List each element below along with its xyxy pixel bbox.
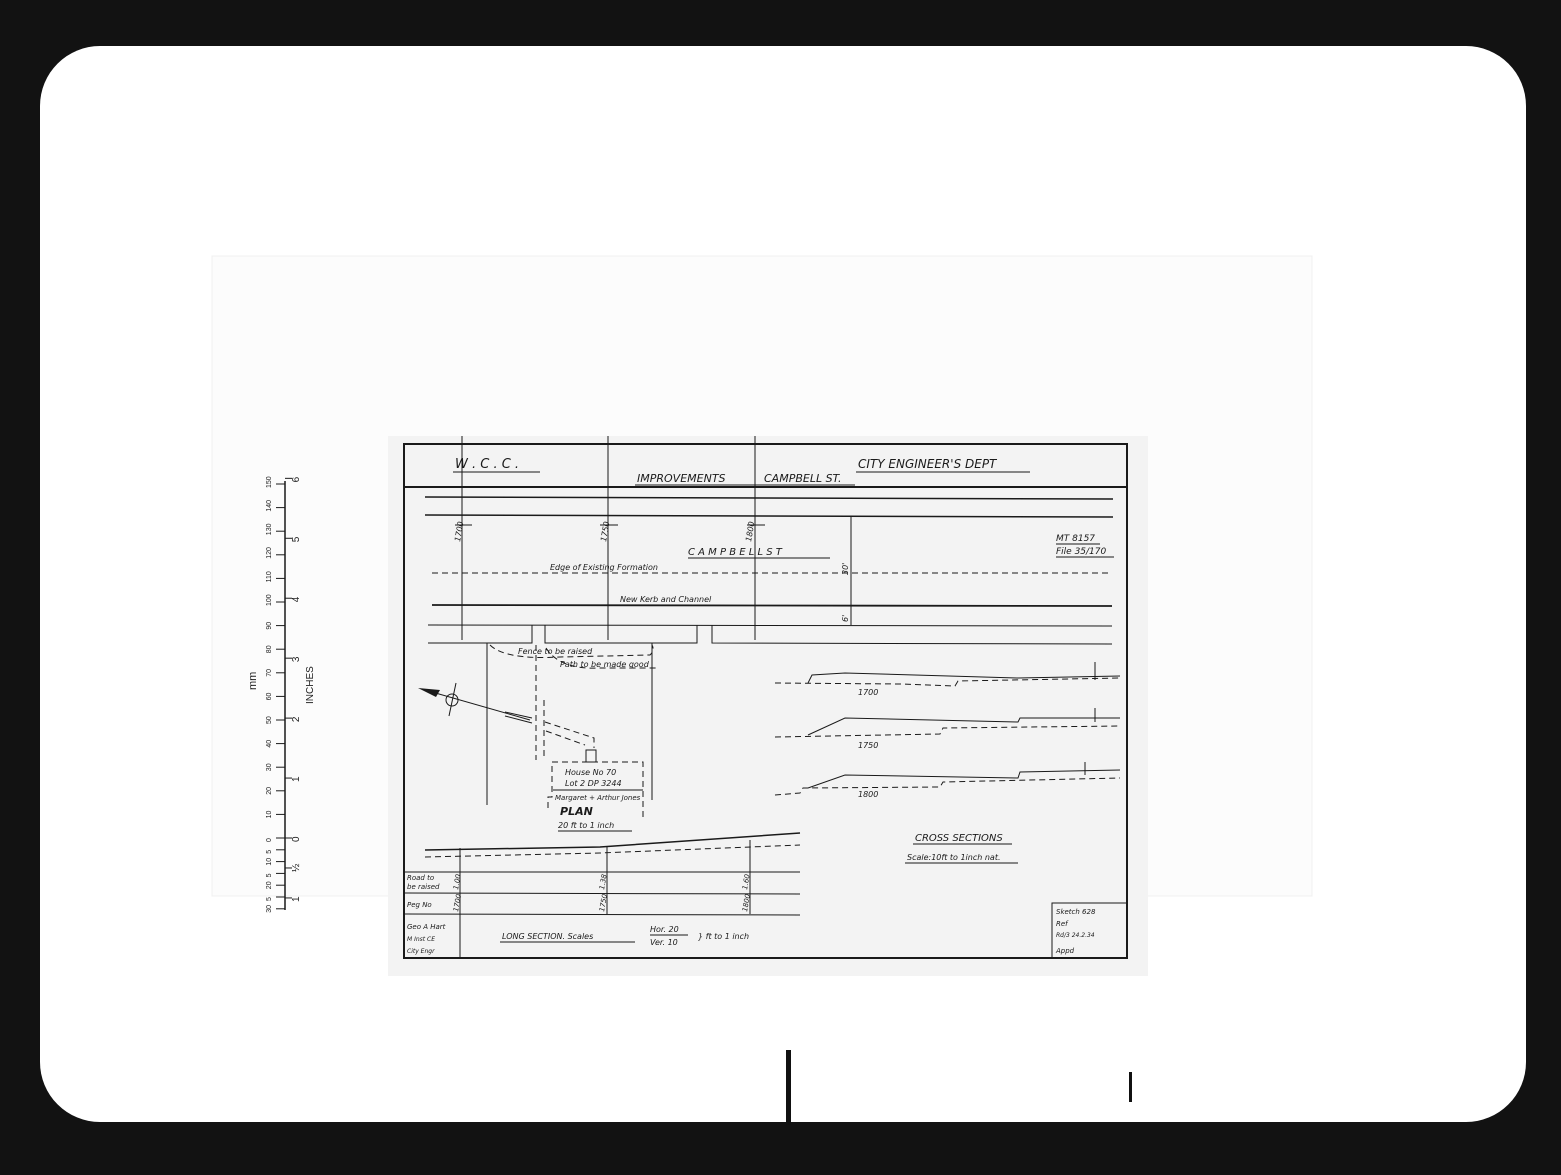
ruler-mm-label: 30 (266, 905, 273, 913)
ruler-mm-label: 40 (266, 740, 273, 748)
ruler-mm-label: 140 (266, 500, 273, 512)
row-peg-label: Peg No (407, 901, 432, 909)
ruler-mm-label: 90 (266, 622, 273, 630)
lot-label: Lot 2 DP 3244 (565, 779, 622, 788)
project-title: IMPROVEMENTS (637, 472, 726, 485)
peg-value: 1800 (741, 893, 752, 912)
hor-scale: Hor. 20 (650, 925, 679, 934)
signature-line: Geo A Hart (407, 923, 446, 931)
scan-mark (1129, 1072, 1132, 1102)
sketch-number: Sketch 628 (1056, 908, 1096, 916)
ruler-inch-label: ½ (291, 863, 302, 872)
ruler-mm-label: 10 (266, 811, 273, 819)
map-ref: MT 8157 (1056, 534, 1095, 544)
peg-value: 1700 (452, 893, 463, 912)
file-ref: File 35/170 (1056, 547, 1107, 557)
ruler-inch-label: 1 (291, 776, 302, 782)
ruler-mm-label: 130 (266, 523, 273, 535)
owners-label: Margaret + Arthur Jones (555, 794, 641, 802)
plan-view: 1700 1750 1800 C A M P B E L L S T MT 81… (418, 436, 1114, 832)
cross-sections-scale: Scale:10ft to 1inch nat. (907, 853, 1001, 862)
ruler-mm-label: 5 (266, 897, 273, 901)
street-title: CAMPBELL ST. (764, 472, 841, 485)
steps-icon (585, 749, 597, 763)
cross-sections-title: CROSS SECTIONS (915, 833, 1003, 844)
dept-name: CITY ENGINEER'S DEPT (858, 457, 998, 471)
fence-label: Fence to be raised (518, 647, 593, 656)
signature-block: Geo A Hart M Inst CE City Engr (407, 923, 446, 955)
sketch-box: Sketch 628 Ref Rd/3 24.2.34 Appd (1051, 902, 1128, 959)
ruler-inch-label: 4 (291, 596, 302, 602)
ver-scale: Ver. 10 (650, 938, 678, 947)
edge-label: Edge of Existing Formation (550, 563, 658, 572)
ruler-inch-label: 3 (291, 656, 302, 662)
scale-ruler: 1501401301201101009080706050403020100510… (247, 476, 316, 913)
scan-mark (786, 1050, 791, 1125)
width-30: 30' (841, 563, 850, 575)
ruler-mm-label: 30 (266, 763, 273, 771)
ruler-mm-label: 5 (266, 873, 273, 877)
sketch-approved: Appd (1055, 947, 1075, 955)
cross-sections: 1700 1750 1800 CROSS SECTIONS Scale:10ft… (774, 662, 1121, 864)
ruler-mm-label: 110 (266, 571, 273, 582)
peg-value: 1750 (598, 893, 609, 912)
peg-label: 1700 (453, 521, 465, 543)
sheet-border (403, 443, 1128, 959)
scale-unit: } ft to 1 inch (698, 932, 749, 941)
peg-label: 1750 (599, 521, 611, 543)
peg-label: 1800 (744, 521, 756, 543)
width-6: 6' (841, 615, 850, 622)
cross-section-label: 1700 (858, 688, 878, 697)
cross-section-label: 1800 (858, 790, 878, 799)
ruler-inch-label: 5 (291, 536, 302, 542)
long-section-title: LONG SECTION. Scales (502, 932, 593, 941)
ruler-mm-label: 50 (266, 716, 273, 724)
title-block: W . C . C . CITY ENGINEER'S DEPT IMPROVE… (453, 457, 1030, 486)
north-arrow (418, 682, 533, 724)
signature-line: M Inst CE (407, 936, 435, 943)
ruler-inch-label: 2 (291, 716, 302, 722)
ruler-mm-label: 60 (266, 693, 273, 701)
ruler-mm-label: 10 (266, 858, 273, 866)
ruler-mm-label: 150 (266, 476, 273, 488)
path-label: Path to be made good (560, 660, 650, 669)
ruler-mm-label: 120 (266, 547, 273, 559)
ruler-inch-label: 6 (291, 476, 302, 482)
ruler-inch-label: 1 (291, 896, 302, 902)
ruler-mm-label: 20 (266, 787, 273, 795)
kerb-label: New Kerb and Channel (620, 595, 712, 604)
plan-scale: 20 ft to 1 inch (558, 821, 614, 830)
ruler-mm-label: 80 (266, 645, 273, 653)
ruler-mm-label: 70 (266, 669, 273, 677)
road-value: 1.00 (452, 873, 463, 890)
sketch-date: Rd/3 24.2.34 (1056, 932, 1095, 939)
ruler-mm-label: mm (247, 672, 259, 690)
sketch-ref: Ref (1056, 920, 1069, 928)
drawing-sheet (388, 436, 1148, 976)
road-value: 1.38 (598, 873, 609, 890)
signature-line: City Engr (407, 948, 435, 955)
ruler-inch-label: INCHES (305, 666, 316, 704)
street-name: C A M P B E L L S T (688, 547, 783, 558)
org-name: W . C . C . (455, 457, 519, 472)
house-label: House No 70 (565, 768, 616, 777)
ruler-mm-label: 20 (266, 881, 273, 889)
ruler-inch-label: 0 (291, 836, 302, 842)
road-value: 1.60 (741, 873, 752, 890)
ruler-mm-label: 100 (266, 594, 273, 606)
ruler-mm-label: 0 (266, 838, 273, 842)
cross-section-label: 1750 (858, 741, 878, 750)
plan-title: PLAN (560, 805, 593, 818)
ruler-mm-label: 5 (266, 850, 273, 854)
